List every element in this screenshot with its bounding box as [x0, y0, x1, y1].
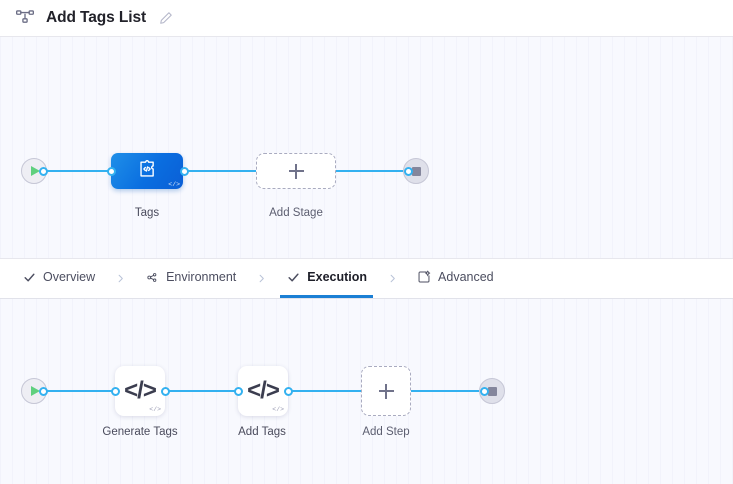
stage-graph-end-node[interactable]: [403, 158, 429, 184]
port-start-out[interactable]: [39, 166, 48, 176]
play-icon: [30, 166, 40, 176]
tab-overview-label: Overview: [43, 270, 96, 284]
pencil-icon[interactable]: [156, 8, 176, 28]
tab-execution[interactable]: Execution: [280, 259, 374, 298]
code-icon: </>: [247, 377, 280, 404]
step-node-label-generate-tags: Generate Tags: [102, 426, 178, 438]
tab-execution-label: Execution: [307, 270, 368, 284]
plus-icon: [378, 383, 394, 399]
header-bar: Add Tags List: [0, 0, 733, 37]
page-title: Add Tags List: [46, 9, 147, 26]
port-generate-tags-in[interactable]: [111, 386, 120, 396]
stage-node-label-tags: Tags: [134, 207, 160, 219]
execution-graph-canvas[interactable]: </> </> Generate Tags </> </> Add Tags A…: [0, 299, 733, 484]
check-icon: [286, 270, 300, 284]
port-exec-start-out[interactable]: [39, 386, 48, 396]
pipeline-icon: [14, 7, 36, 29]
edge-start-to-tags: [41, 170, 119, 172]
tab-advanced[interactable]: Advanced: [411, 259, 500, 298]
play-icon: [30, 386, 40, 396]
step-node-generate-tags[interactable]: </> </>: [115, 366, 165, 416]
port-tags-out[interactable]: [180, 166, 189, 176]
stop-icon: [487, 386, 497, 396]
stage-graph: </> Tags Add Stage: [0, 37, 733, 258]
edge-start-to-generate-tags: [41, 390, 119, 392]
port-add-tags-out[interactable]: [284, 386, 293, 396]
edge-add-tags-to-add-step: [285, 390, 361, 392]
tab-separator: [373, 259, 411, 298]
edge-add-stage-to-end: [336, 170, 408, 172]
code-icon: </>: [124, 377, 157, 404]
custom-stage-icon: [136, 158, 158, 185]
add-step-button[interactable]: [361, 366, 411, 416]
port-end-in[interactable]: [404, 166, 413, 176]
tab-separator: [242, 259, 280, 298]
advanced-icon: [417, 270, 431, 284]
edge-add-step-to-end: [411, 390, 483, 392]
execution-graph: </> </> Generate Tags </> </> Add Tags A…: [0, 299, 733, 484]
tab-overview[interactable]: Overview: [16, 259, 101, 298]
stage-node-tags[interactable]: </>: [111, 153, 183, 189]
tab-environment[interactable]: Environment: [139, 259, 242, 298]
step-node-label-add-tags: Add Tags: [238, 426, 286, 438]
plus-icon: [288, 163, 304, 179]
add-stage-button[interactable]: [256, 153, 336, 189]
check-icon: [22, 270, 36, 284]
tab-separator: [101, 259, 139, 298]
add-step-label: Add Step: [362, 426, 410, 438]
port-exec-end-in[interactable]: [480, 386, 489, 396]
port-tags-in[interactable]: [107, 166, 116, 176]
stop-icon: [411, 166, 421, 176]
edge-generate-tags-to-add-tags: [162, 390, 240, 392]
port-generate-tags-out[interactable]: [161, 386, 170, 396]
port-add-tags-in[interactable]: [234, 386, 243, 396]
environment-icon: [145, 270, 159, 284]
stage-node-badge: </>: [168, 180, 180, 188]
tab-environment-label: Environment: [166, 270, 237, 284]
stage-graph-canvas[interactable]: </> Tags Add Stage: [0, 37, 733, 259]
add-stage-label: Add Stage: [269, 207, 323, 219]
edge-tags-to-add-stage: [184, 170, 257, 172]
step-node-badge: </>: [272, 405, 284, 413]
stage-config-tabbar: Overview Environment: [0, 259, 733, 299]
step-node-badge: </>: [149, 405, 161, 413]
tab-advanced-label: Advanced: [438, 270, 494, 284]
step-node-add-tags[interactable]: </> </>: [238, 366, 288, 416]
stage-graph-start-node[interactable]: [21, 158, 47, 184]
